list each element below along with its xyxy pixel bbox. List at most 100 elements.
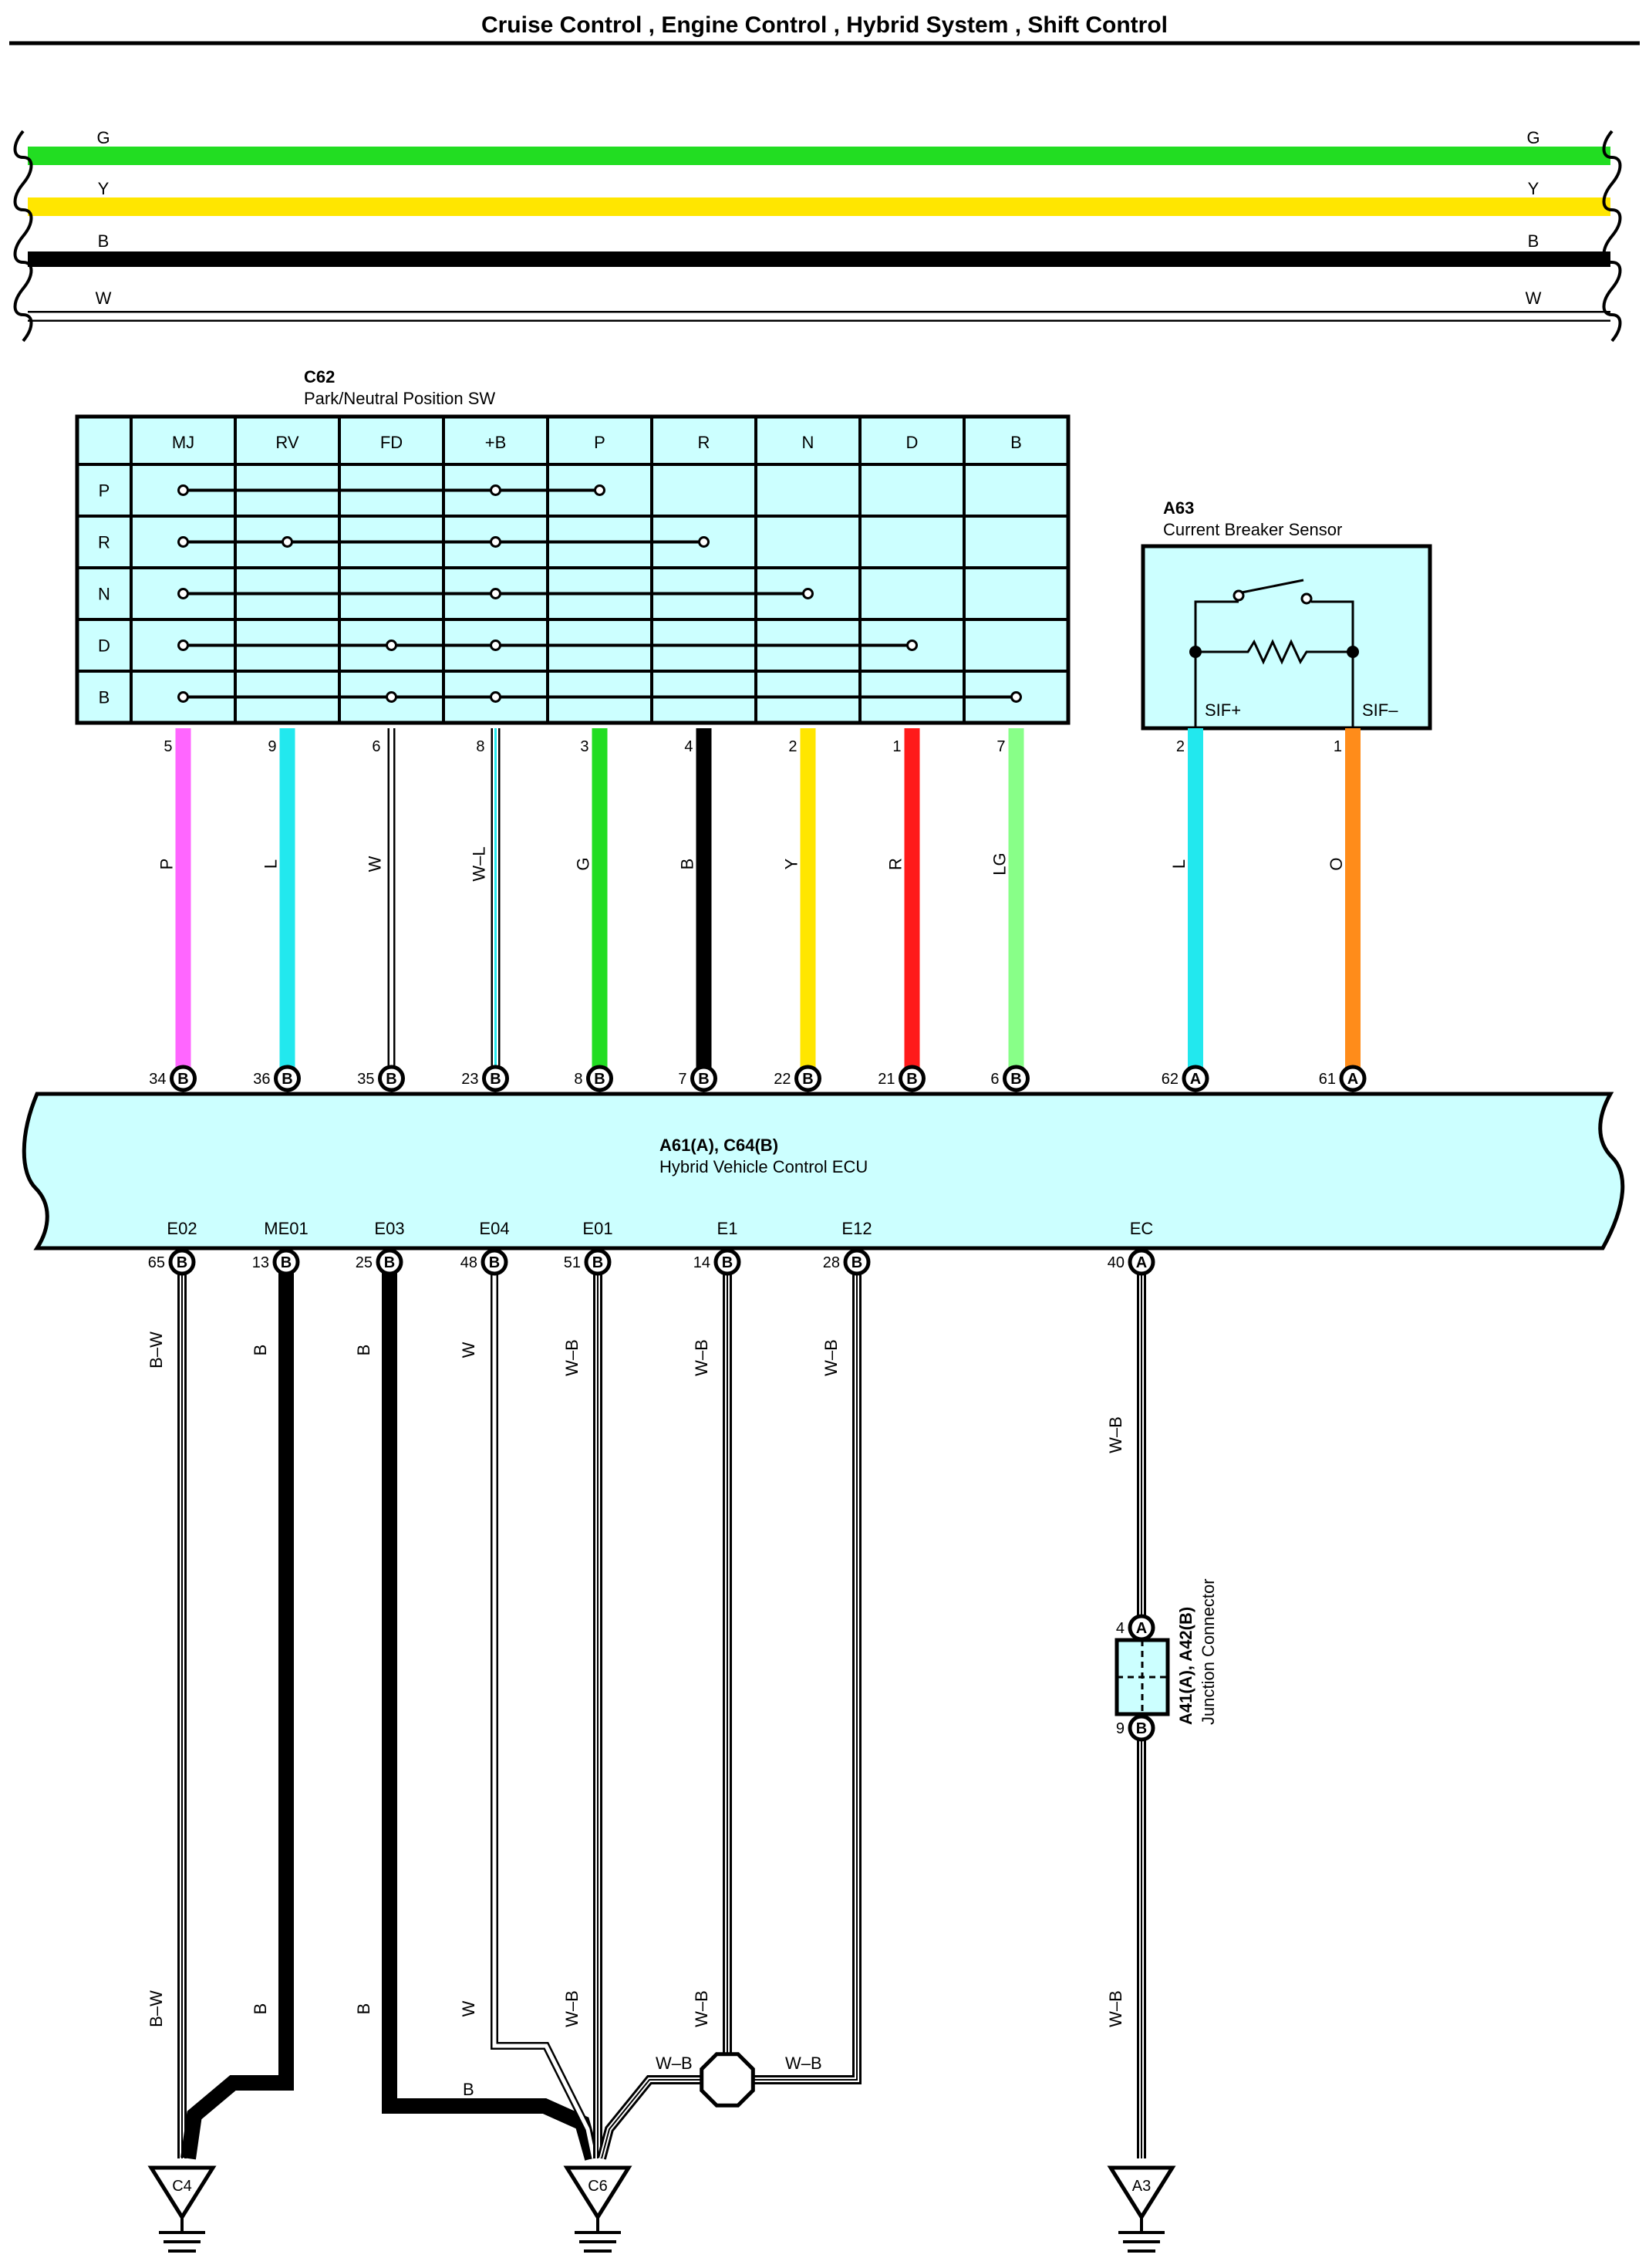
a63-node-right [1347,646,1359,658]
lower-wire-signal: E04 [479,1219,509,1238]
lower-wire-ecu-pin: 65 [148,1254,165,1271]
switch-contact-dot [594,484,605,496]
a63-node-left [1189,646,1202,658]
upper-wire-ecu-pin: 62 [1162,1071,1179,1088]
lower-wire-ecu-badge: B [843,1248,871,1276]
lower-wire-color-code: B [354,1345,373,1356]
upper-wire-ecu-badge-ring [1182,1065,1209,1092]
bus-2-left-label: B [98,231,110,251]
upper-wire-color-code: L [261,859,281,869]
upper-wire-FD: 6WB35FD [357,728,405,1119]
lower-wire-ecu-badge-letter: A [1136,1254,1147,1271]
lower-wire-ecu-badge: B [713,1248,741,1276]
lower-wire-body-outline [749,1262,862,2084]
ground-label: C6 [588,2178,608,2195]
switch-contact-dot [1010,691,1022,703]
splice-left-label: W–B [656,2054,693,2073]
bus-1-left-label: Y [98,179,110,198]
upper-wire-top-pin: 8 [476,738,484,755]
switch-col-header: +B [485,433,507,452]
lower-wire-ecu-badge-ring [376,1248,403,1276]
switch-contact-dot [177,588,189,599]
page-title: Cruise Control , Engine Control , Hybrid… [481,12,1168,38]
upper-wire-ecu-badge: B [690,1065,717,1092]
upper-wire-top-pin: 9 [268,738,276,755]
upper-wire-top-pin: 2 [1176,738,1185,755]
switch-row-header: D [98,636,110,656]
switch-contact-dot [177,691,189,703]
lower-wire-ecu-badge: B [584,1248,612,1276]
lower-wire-lower-code: B [251,2003,270,2015]
lower-wire-ecu-badge: B [272,1248,300,1276]
upper-wire-ecu-badge: B [378,1065,405,1092]
switch-contact-dot [177,484,189,496]
c62-code: C62 [304,367,335,386]
c62-name: Park/Neutral Position SW [304,389,495,408]
ground-label: A3 [1132,2178,1151,2195]
upper-wire-ecu-badge-letter: B [906,1071,917,1088]
upper-wire-ecu-badge-ring [378,1065,405,1092]
lower-wire-ecu-badge-letter: B [722,1254,733,1271]
upper-wire-color-code: W [366,856,385,872]
lower-wire-ecu-badge-letter: B [177,1254,187,1271]
lower-wire-signal: EC [1130,1219,1154,1238]
lower-wire-ecu-badge-ring [713,1248,741,1276]
lower-wire-ecu-pin: 13 [252,1254,269,1271]
switch-col-header: MJ [172,433,194,452]
upper-wire-ecu-badge: B [1003,1065,1030,1092]
switch-col-header: RV [275,433,298,452]
a63-terminal-plus: SIF+ [1205,700,1241,720]
junction-bottom-badge-letter: B [1136,1720,1147,1737]
upper-wire-ecu-badge-ring [1339,1065,1367,1092]
bus-2-right-label: B [1528,231,1539,251]
lower-wire-signal: E1 [717,1219,738,1238]
lower-wire-group: E02B65B–WB–WME01B13BBE03B25BBE04B48WWE01… [147,1219,1155,2161]
lower-wire-ecu-pin: 48 [460,1254,477,1271]
switch-row-header: P [99,481,110,501]
splice-right-label: W–B [785,2054,822,2073]
switch-col-header: D [906,433,919,452]
upper-wire-ecu-badge-ring [586,1065,613,1092]
lower-wire-ecu-badge: B [376,1248,403,1276]
ground-C6: C6 [563,2165,632,2253]
switch-contact-dot [490,640,501,651]
upper-wire-ecu-pin: 34 [149,1071,166,1088]
a63-terminal-minus: SIF– [1362,700,1398,720]
a63-body [1141,544,1432,731]
junction-bottom-badge-ring [1128,1714,1155,1742]
lower-wire-body-core [492,1262,596,2159]
lower-wire-ecu-pin: 14 [693,1254,710,1271]
junction-top-pin: 4 [1116,1620,1125,1637]
upper-wire-top-pin: 2 [788,738,797,755]
upper-wire-ecu-pin: 36 [253,1071,270,1088]
lower-wire-color-code: B–W [147,1331,166,1369]
upper-wire-RV: 9LB36RV [253,728,301,1119]
junction-top-badge: A [1128,1614,1155,1642]
upper-wire-color-code: LG [990,852,1010,875]
a63-resistor [1195,639,1353,665]
switch-col-header: B [1010,433,1022,452]
junction-bottom-pin: 9 [1116,1720,1125,1737]
upper-wire-ecu-badge: B [899,1065,926,1092]
upper-wire-ecu-badge-letter: B [1010,1071,1021,1088]
lower-wire-signal: E01 [582,1219,612,1238]
switch-col-header: R [698,433,710,452]
upper-wire-top-pin: 7 [996,738,1005,755]
upper-wire-top-pin: 1 [1334,738,1342,755]
lower-wire-ecu-badge-ring [584,1248,612,1276]
upper-wire-AS1: 2LA62AS1 [1162,728,1212,1119]
switch-row-header: B [99,688,110,707]
ground-triangle [563,2165,632,2221]
lower-wire-ecu-pin: 25 [356,1254,373,1271]
upper-wire-color-code: B [678,859,697,870]
ground-triangle [1107,2165,1176,2221]
lower-wire-ecu-badge: B [481,1248,508,1276]
bus-0-left-label: G [96,128,110,147]
a63-upper-branch-right [1311,600,1354,652]
upper-wire-ecu-badge-letter: B [282,1071,292,1088]
